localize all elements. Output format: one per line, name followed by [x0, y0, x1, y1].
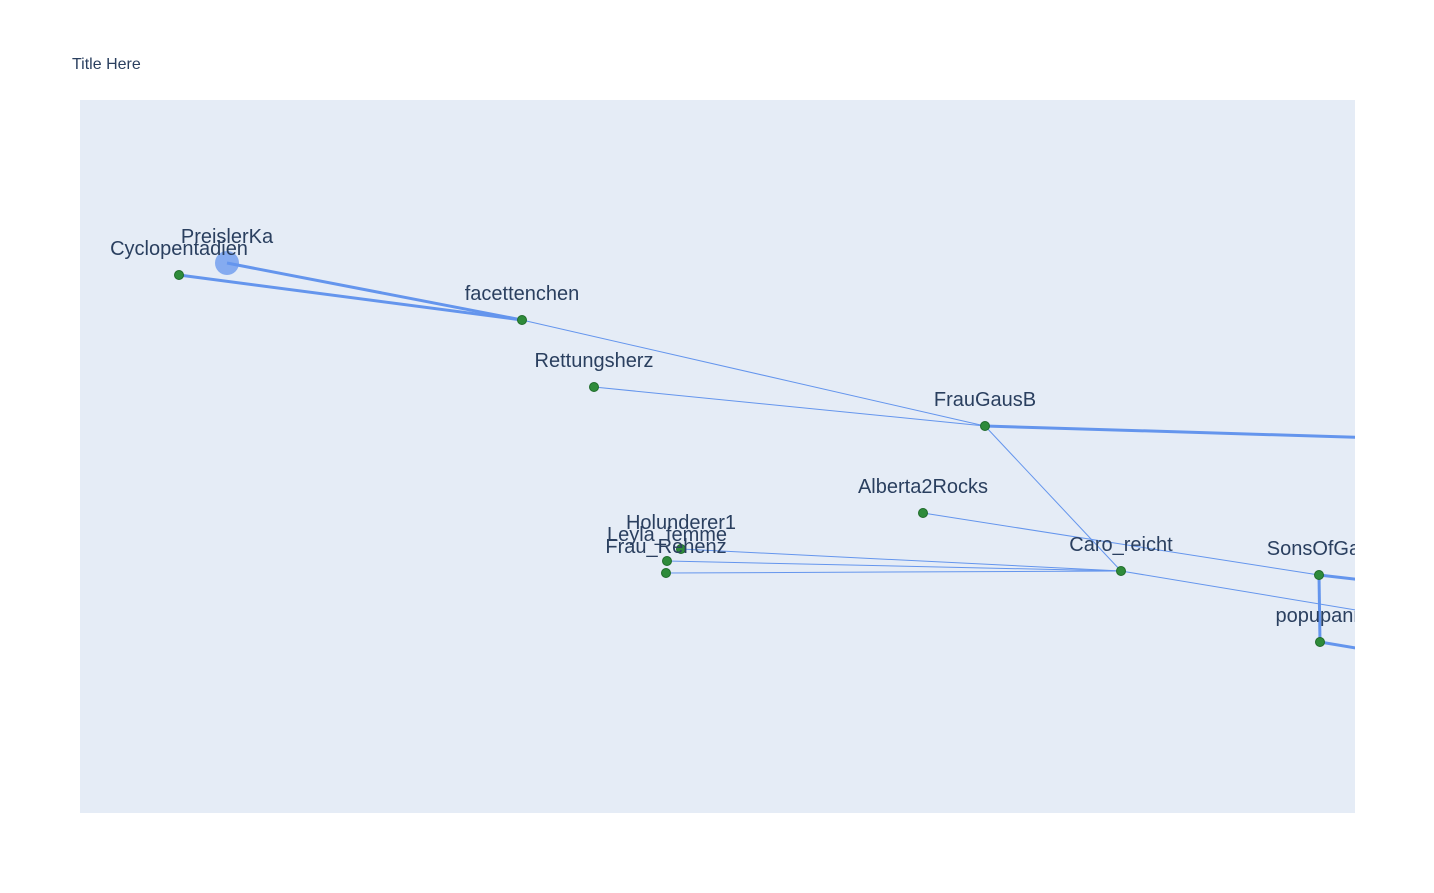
- edge-offscreen-3: [1120, 570, 1355, 611]
- edge-PreislerKa-facettenchen: [226, 261, 523, 322]
- node-label-SonsOfGan: SonsOfGan: [1267, 538, 1355, 560]
- node-Rettungsherz[interactable]: [589, 382, 599, 392]
- node-SonsOfGan[interactable]: [1314, 570, 1324, 580]
- node-Alberta2Rocks[interactable]: [918, 508, 928, 518]
- node-label-Frau_Rehenz: Frau_Rehenz: [605, 536, 726, 558]
- edge-offscreen-0: [984, 424, 1355, 439]
- node-Caro_reicht[interactable]: [1116, 566, 1126, 576]
- edge-Frau_Rehenz-Caro_reicht: [665, 570, 1122, 574]
- chart-title: Title Here: [72, 56, 141, 73]
- edge-Holunderer1-Caro_reicht: [680, 548, 1122, 572]
- edge-offscreen-2: [1319, 640, 1355, 650]
- edge-offscreen-1: [1318, 573, 1355, 581]
- node-label-Caro_reicht: Caro_reicht: [1069, 534, 1173, 556]
- node-FrauGausB[interactable]: [980, 421, 990, 431]
- node-Frau_Rehenz[interactable]: [661, 568, 671, 578]
- node-label-Rettungsherz: Rettungsherz: [535, 350, 654, 372]
- node-facettenchen[interactable]: [517, 315, 527, 325]
- node-Leyla_femme[interactable]: [662, 556, 672, 566]
- edge-facettenchen-FrauGausB: [521, 319, 986, 427]
- edge-SonsOfGan-popupann: [1317, 574, 1322, 643]
- node-PreislerKa[interactable]: [215, 251, 239, 275]
- edge-Cyclopentadien-facettenchen: [178, 273, 523, 322]
- node-label-facettenchen: facettenchen: [465, 283, 580, 305]
- node-label-Alberta2Rocks: Alberta2Rocks: [858, 476, 988, 498]
- node-label-PreislerKa: PreislerKa: [181, 226, 274, 248]
- node-Cyclopentadien[interactable]: [174, 270, 184, 280]
- node-label-Cyclopentadien: Cyclopentadien: [110, 238, 248, 260]
- node-label-Leyla_femme: Leyla_femme: [607, 524, 727, 546]
- node-Holunderer1[interactable]: [676, 544, 686, 554]
- edge-FrauGausB-Caro_reicht: [984, 425, 1122, 572]
- node-label-popupann: popupann: [1276, 605, 1355, 627]
- node-popupann[interactable]: [1315, 637, 1325, 647]
- edge-Rettungsherz-FrauGausB: [593, 386, 986, 427]
- node-label-FrauGausB: FrauGausB: [934, 389, 1036, 411]
- node-label-Holunderer1: Holunderer1: [626, 512, 736, 534]
- edge-Leyla_femme-Caro_reicht: [666, 560, 1122, 572]
- edge-Alberta2Rocks-SonsOfGan: [922, 512, 1320, 576]
